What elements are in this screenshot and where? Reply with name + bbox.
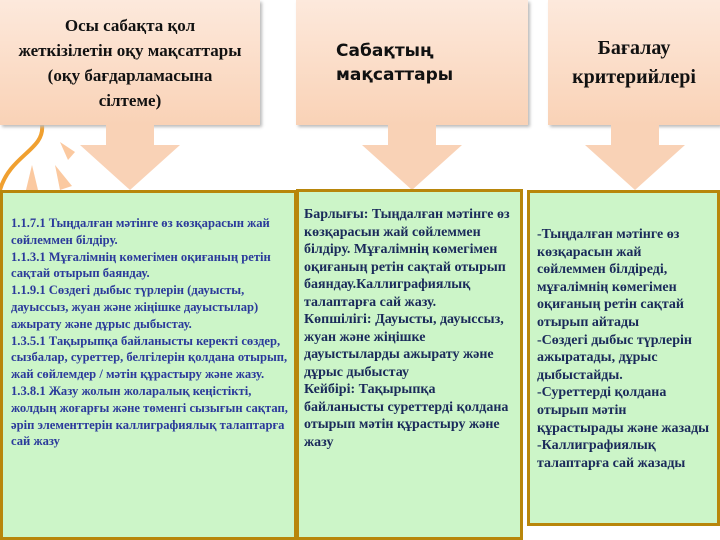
criterion-item: -Каллиграфиялық талаптарға сай жазады: [537, 438, 686, 471]
arrow-down-icon: [585, 125, 685, 190]
goal-item: Кейбірі: Тақырыпқа байланысты суреттерді…: [304, 382, 509, 450]
header-lesson-goals: Сабақтың мақсаттары: [296, 0, 528, 125]
header-criteria-text: Бағалау критерийлері: [572, 36, 696, 88]
arrow-down-icon: [80, 125, 180, 190]
objective-item: 1.3.8.1 Жазу жолын жоларалық кеңістікті,…: [11, 383, 288, 449]
criteria-box: -Тыңдалған мәтінге өз көзқарасын жай сөй…: [527, 190, 720, 526]
header-criteria: Бағалау критерийлері: [548, 0, 720, 125]
criterion-item: -Суреттерді қолдана отырып мәтін құрасты…: [537, 385, 710, 436]
goal-item: Барлығы: Тыңдалған мәтінге өз көзқарасын…: [304, 207, 510, 310]
header-objectives-reference: Осы сабақта қол жеткізілетін оқу мақсатт…: [0, 0, 260, 125]
objective-item: 1.3.5.1 Тақырыпқа байланысты керекті сөз…: [11, 333, 288, 382]
decorative-swirl-icon: [0, 124, 75, 191]
objective-item: 1.1.9.1 Сөздегі дыбыс түрлерін (дауысты,…: [11, 283, 259, 331]
header-lesson-goals-text: Сабақтың мақсаттары: [336, 40, 454, 85]
objective-item: 1.1.3.1 Мұғалімнің көмегімен оқиғаның ре…: [11, 249, 271, 281]
criterion-item: -Тыңдалған мәтінге өз көзқарасын жай сөй…: [537, 227, 684, 330]
objectives-box: 1.1.7.1 Тыңдалған мәтінге өз көзқарасын …: [0, 190, 297, 540]
lesson-goals-box: Барлығы: Тыңдалған мәтінге өз көзқарасын…: [296, 189, 523, 540]
header-objectives-reference-text: Осы сабақта қол жеткізілетін оқу мақсатт…: [18, 15, 242, 110]
objective-item: 1.1.7.1 Тыңдалған мәтінге өз көзқарасын …: [11, 216, 270, 247]
goal-item: Көпшілігі: Дауысты, дауыссыз, жуан және …: [304, 312, 504, 380]
criterion-item: -Сөздегі дыбыс түрлерін ажыратады, дұрыс…: [537, 332, 692, 383]
arrow-down-icon: [362, 125, 462, 190]
